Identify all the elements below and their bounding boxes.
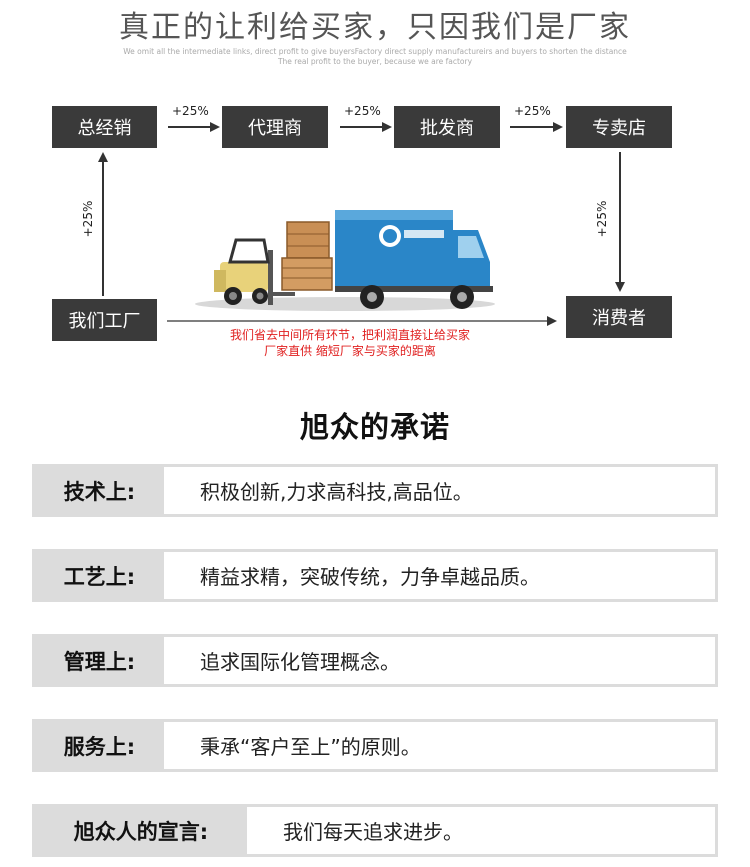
promise-row-text: 精益求精，突破传统，力争卓越品质。 — [164, 552, 715, 599]
promise-row-label: 管理上: — [63, 649, 136, 674]
box-consumer: 消费者 — [566, 296, 672, 338]
markup-agent-wholesaler: +25% — [344, 104, 381, 118]
promise-row-management: 管理上: 追求国际化管理概念。 — [32, 634, 718, 687]
box-store: 专卖店 — [566, 106, 672, 148]
promise-row-text: 追求国际化管理概念。 — [164, 637, 715, 684]
subtitle-line-1: We omit all the intermediate links, dire… — [123, 47, 627, 56]
promise-row-label: 技术上: — [63, 479, 136, 504]
delivery-truck-illustration — [335, 210, 493, 309]
promise-row-label: 服务上: — [63, 734, 136, 759]
promise-row-service: 服务上: 秉承“客户至上”的原则。 — [32, 719, 718, 772]
subtitle-line-2: The real profit to the buyer, because we… — [277, 57, 473, 66]
supply-chain-diagram — [98, 122, 625, 326]
page-headline: 真正的让利给买家，只因我们是厂家 — [119, 10, 631, 45]
markup-wholesaler-store: +25% — [514, 104, 551, 118]
promise-row-text: 秉承“客户至上”的原则。 — [164, 722, 715, 769]
promise-row-text: 积极创新,力求高科技,高品位。 — [164, 467, 715, 514]
forklift-illustration — [214, 238, 295, 305]
box-agent: 代理商 — [222, 106, 328, 148]
markup-store-consumer: +25% — [595, 200, 609, 238]
promise-row-label: 工艺上: — [63, 564, 136, 589]
promise-row-technology: 技术上: 积极创新,力求高科技,高品位。 — [32, 464, 718, 517]
cargo-crates-illustration — [281, 221, 333, 291]
box-distributor: 总经销 — [52, 106, 157, 148]
box-factory: 我们工厂 — [52, 299, 157, 341]
direct-supply-note-line-1: 我们省去中间所有环节，把利润直接让给买家 — [229, 328, 470, 342]
promise-row-declaration: 旭众人的宣言: 我们每天追求进步。 — [32, 804, 718, 857]
promise-row-craft: 工艺上: 精益求精，突破传统，力争卓越品质。 — [32, 549, 718, 602]
promise-row-text: 我们每天追求进步。 — [247, 807, 715, 854]
promise-row-label: 旭众人的宣言: — [73, 819, 209, 844]
markup-factory-distributor: +25% — [81, 200, 95, 238]
direct-supply-note-line-2: 厂家直供 缩短厂家与买家的距离 — [264, 344, 436, 358]
markup-distributor-agent: +25% — [172, 104, 209, 118]
box-wholesaler: 批发商 — [394, 106, 500, 148]
promise-title: 旭众的承诺 — [299, 410, 450, 444]
